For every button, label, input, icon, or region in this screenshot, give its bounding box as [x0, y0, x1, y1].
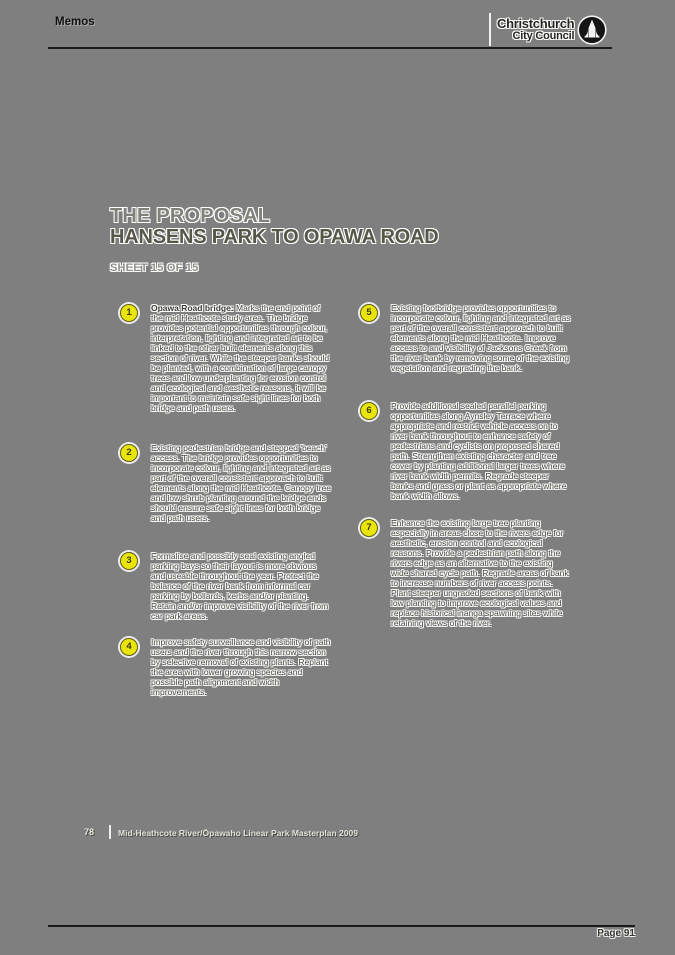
item-number-badge: 2: [120, 444, 138, 462]
item-body: Provide additional sealed parallel parki…: [391, 401, 567, 501]
item-number-badge: 6: [360, 402, 378, 420]
page-title-kicker: THE PROPOSAL: [110, 205, 271, 227]
list-item-4: 4 Improve safety surveillance and visibi…: [120, 637, 332, 697]
list-item-5: 5 Existing footbridge provides opportuni…: [360, 303, 572, 373]
item-number-badge: 7: [360, 519, 378, 537]
logo-text: Christchurch City Council: [497, 15, 575, 42]
item-text: Formalise and possibly seal existing ang…: [151, 551, 332, 621]
list-item-7: 7 Enhance the existing large tree planti…: [360, 518, 572, 628]
council-logo: Christchurch City Council: [489, 12, 607, 47]
page-title: HANSENS PARK TO OPAWA ROAD: [110, 226, 439, 248]
page-header-title: Memos: [55, 16, 95, 28]
logo-line1: Christchurch: [497, 15, 575, 31]
list-item-3: 3 Formalise and possibly seal existing a…: [120, 551, 332, 621]
cathedral-circle-icon: [577, 14, 607, 45]
item-lead: Opawa Road bridge:: [151, 303, 234, 313]
list-item-2: 2 Existing pedestrian bridge and stepped…: [120, 443, 332, 523]
item-text: Enhance the existing large tree planting…: [391, 518, 572, 628]
page-number-label: Page 91: [597, 928, 635, 939]
sheet-label: SHEET 15 OF 15: [110, 262, 199, 274]
item-body: Enhance the existing large tree planting…: [391, 518, 569, 628]
item-number-badge: 3: [120, 552, 138, 570]
list-item-1: 1 Opawa Road bridge: Marks the end point…: [120, 303, 332, 413]
item-text: Improve safety surveillance and visibili…: [151, 637, 332, 697]
report-page-number: 78: [84, 827, 95, 837]
item-number-badge: 1: [120, 304, 138, 322]
logo-line2: City Council: [512, 29, 575, 42]
item-text: Existing pedestrian bridge and stepped '…: [151, 443, 332, 523]
item-text: Opawa Road bridge: Marks the end point o…: [151, 303, 332, 413]
report-source-title: Mid-Heathcote River/Ōpawaho Linear Park …: [118, 828, 358, 838]
footer-divider-line: [48, 925, 635, 927]
item-text: Provide additional sealed parallel parki…: [391, 401, 572, 501]
item-number-badge: 4: [120, 638, 138, 656]
item-body: Formalise and possibly seal existing ang…: [151, 551, 329, 621]
item-number-badge: 5: [360, 304, 378, 322]
item-body: Existing footbridge provides opportuniti…: [391, 303, 571, 373]
item-body: Improve safety surveillance and visibili…: [151, 637, 331, 697]
list-item-6: 6 Provide additional sealed parallel par…: [360, 401, 572, 501]
footer-divider: [109, 825, 111, 839]
item-body: Marks the end point of the mid Heathcote…: [151, 303, 330, 413]
item-body: Existing pedestrian bridge and stepped '…: [151, 443, 332, 523]
logo-divider: [489, 13, 491, 46]
header-divider-line: [48, 47, 612, 49]
item-text: Existing footbridge provides opportuniti…: [391, 303, 572, 373]
